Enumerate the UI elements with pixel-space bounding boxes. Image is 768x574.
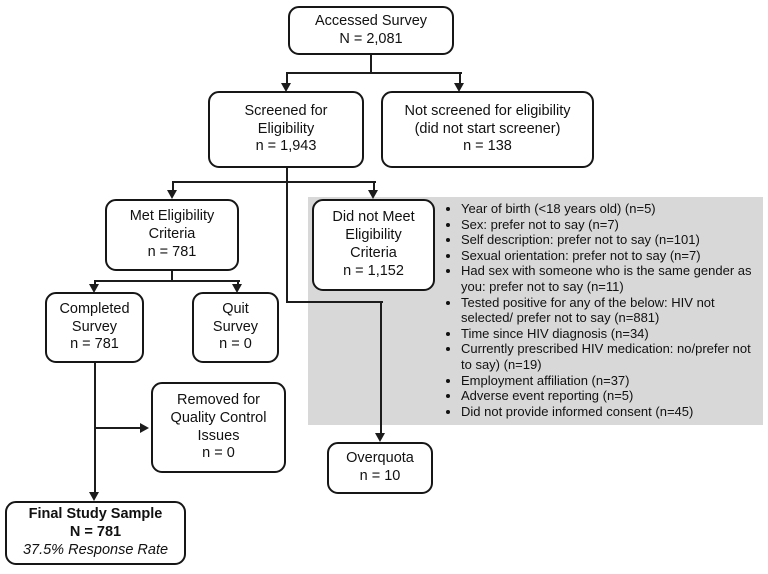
box-screened-line2: Eligibility <box>257 120 315 137</box>
box-final-title: Final Study Sample <box>28 506 163 523</box>
box-final-study-sample: Final Study Sample N = 781 37.5% Respons… <box>5 501 186 565</box>
box-accessed-count: N = 2,081 <box>339 30 403 47</box>
box-final-count: N = 781 <box>69 524 122 541</box>
exclusion-reason-item: Had sex with someone who is the same gen… <box>461 263 757 294</box>
box-completed-line2: Survey <box>71 318 118 335</box>
exclusion-reason-item: Adverse event reporting (n=5) <box>461 388 757 404</box>
connector-to-not-screened <box>459 72 462 85</box>
box-completed-survey: Completed Survey n = 781 <box>45 292 144 363</box>
arrowhead-to-final <box>89 492 99 501</box>
box-removed-line2: Quality Control <box>170 409 267 426</box>
exclusion-reason-item: Sexual orientation: prefer not to say (n… <box>461 248 757 264</box>
box-not-screened-count: n = 138 <box>463 138 512 155</box>
connector-to-completed <box>94 280 97 285</box>
connector-to-met <box>172 181 175 192</box>
exclusion-reason-item: Employment affiliation (n=37) <box>461 373 757 389</box>
box-did-not-meet-line2: Eligibility <box>345 227 402 244</box>
connector-elbow-to-overquota <box>286 301 383 304</box>
exclusion-reasons-list: Year of birth (<18 years old) (n=5) Sex:… <box>437 201 757 419</box>
box-overquota-count: n = 10 <box>359 468 401 484</box>
box-accessed-survey: Accessed Survey N = 2,081 <box>288 6 454 55</box>
exclusion-reason-item: Tested positive for any of the below: HI… <box>461 295 757 326</box>
box-overquota-line1: Overquota <box>346 450 414 467</box>
box-met-line2: Criteria <box>148 226 196 243</box>
connector-screened-drop <box>286 166 289 303</box>
connector-to-overquota <box>380 301 383 434</box>
exclusion-reason-item: Currently prescribed HIV medication: no/… <box>461 341 757 372</box>
box-not-screened-line2: (did not start screener) <box>414 120 561 137</box>
box-removed-line1: Removed for <box>176 391 260 408</box>
box-screened-count: n = 1,943 <box>255 138 317 155</box>
box-overquota: Overquota n = 10 <box>327 442 433 494</box>
connector-branch-top <box>286 72 462 75</box>
box-removed-line3: Issues <box>197 427 240 444</box>
box-did-not-meet-line3: Criteria <box>350 245 397 261</box>
arrowhead-to-not-screened <box>454 83 464 92</box>
exclusion-reason-item: Year of birth (<18 years old) (n=5) <box>461 201 757 217</box>
connector-branch-survey <box>94 280 240 283</box>
arrowhead-to-removed <box>140 423 149 433</box>
box-did-not-meet-count: n = 1,152 <box>343 262 404 279</box>
box-quit-line1: Quit <box>222 300 249 317</box>
box-did-not-meet-criteria: Did not Meet Eligibility Criteria n = 1,… <box>312 199 435 291</box>
arrowhead-to-overquota <box>375 433 385 442</box>
connector-to-did-not-meet <box>373 181 376 192</box>
box-removed-quality-control: Removed for Quality Control Issues n = 0 <box>151 382 286 473</box>
exclusion-reason-item: Sex: prefer not to say (n=7) <box>461 217 757 233</box>
connector-accessed-stub <box>370 54 373 74</box>
box-not-screened: Not screened for eligibility (did not st… <box>381 91 594 168</box>
box-quit-line2: Survey <box>212 318 259 335</box>
connector-to-quit <box>237 280 240 285</box>
connector-branch-eligibility <box>172 181 376 184</box>
connector-to-removed <box>94 427 141 430</box>
connector-met-stub <box>171 269 174 282</box>
box-final-response-rate: 37.5% Response Rate <box>22 541 169 558</box>
exclusion-reasons-bullets: Year of birth (<18 years old) (n=5) Sex:… <box>437 201 757 419</box>
arrowhead-to-screened <box>281 83 291 92</box>
box-quit-count: n = 0 <box>219 336 252 353</box>
box-removed-count: n = 0 <box>202 445 235 462</box>
arrowhead-to-completed <box>89 284 99 293</box>
box-completed-count: n = 781 <box>70 336 119 353</box>
box-met-eligibility-criteria: Met Eligibility Criteria n = 781 <box>105 199 239 271</box>
box-quit-survey: Quit Survey n = 0 <box>192 292 279 363</box>
connector-to-screened <box>286 72 289 85</box>
box-not-screened-line1: Not screened for eligibility <box>404 102 571 119</box>
arrowhead-to-met <box>167 190 177 199</box>
box-met-line1: Met Eligibility <box>129 208 215 225</box>
box-did-not-meet-line1: Did not Meet <box>332 209 415 226</box>
box-screened-for-eligibility: Screened for Eligibility n = 1,943 <box>208 91 364 168</box>
exclusion-reason-item: Time since HIV diagnosis (n=34) <box>461 326 757 342</box>
arrowhead-to-did-not-meet <box>368 190 378 199</box>
arrowhead-to-quit <box>232 284 242 293</box>
box-screened-line1: Screened for <box>244 102 328 119</box>
box-accessed-line1: Accessed Survey <box>314 12 428 29</box>
box-completed-line1: Completed <box>59 300 130 317</box>
exclusion-reason-item: Self description: prefer not to say (n=1… <box>461 232 757 248</box>
exclusion-reason-item: Did not provide informed consent (n=45) <box>461 404 757 420</box>
box-met-count: n = 781 <box>147 243 197 260</box>
